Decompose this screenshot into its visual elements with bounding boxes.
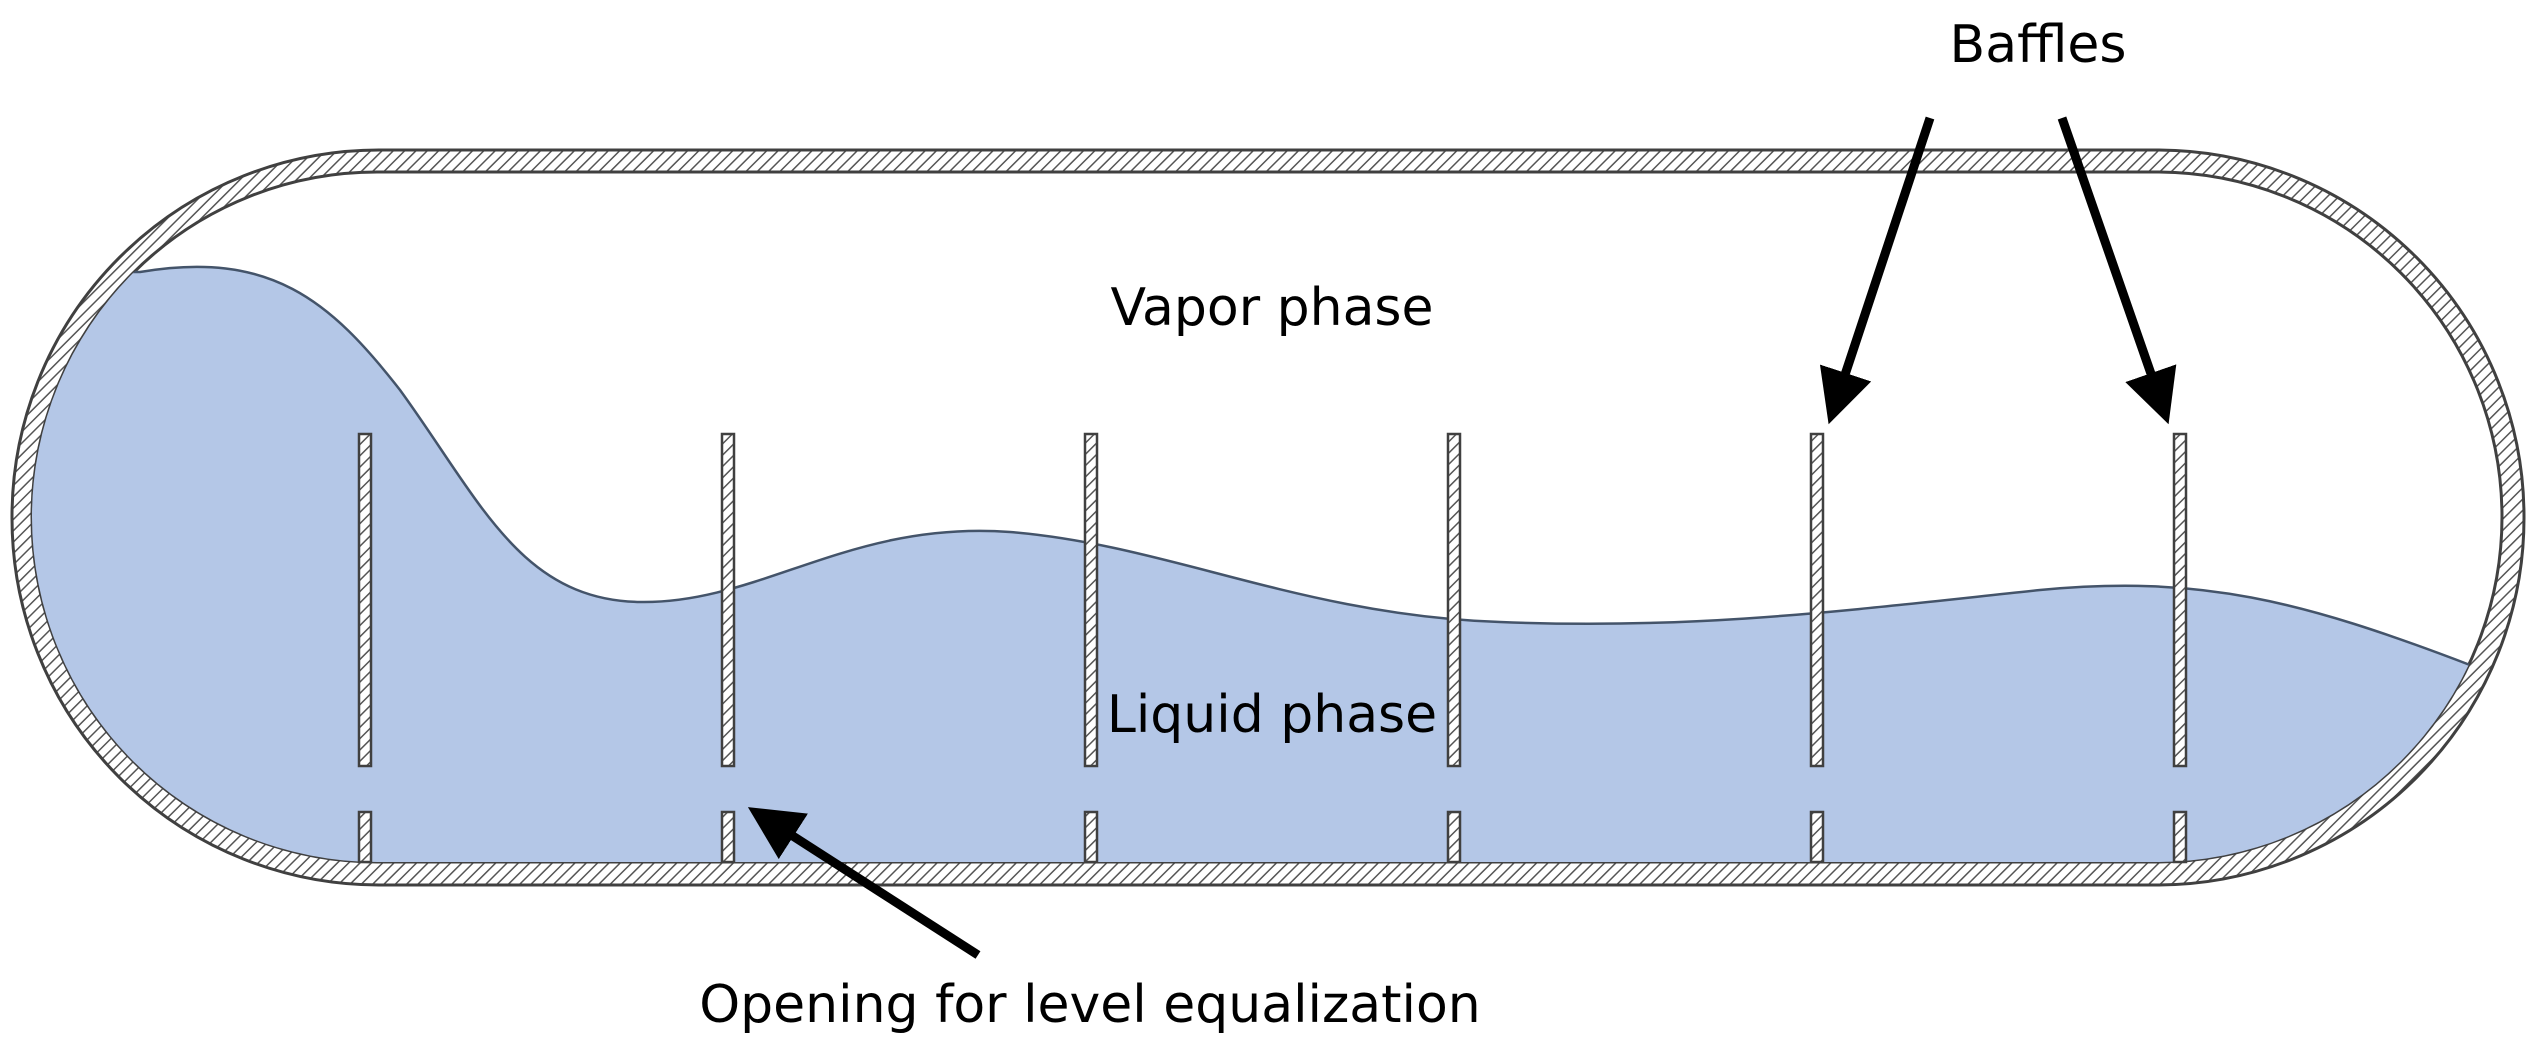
baffles-label: Baffles — [1950, 15, 2127, 75]
baffle-5-upper — [1809, 432, 1825, 768]
baffle-4-lower — [1446, 810, 1462, 864]
baffle-4-upper — [1446, 432, 1462, 768]
baffle-2-lower — [720, 810, 736, 864]
liquid-phase-label: Liquid phase — [1107, 685, 1437, 745]
baffle-1-upper — [357, 432, 373, 768]
baffle-1-lower — [357, 810, 373, 864]
opening-label: Opening for level equalization — [699, 975, 1481, 1035]
baffle-arrow-right — [2057, 116, 2177, 425]
baffle-6-upper — [2172, 432, 2188, 768]
baffle-3-lower — [1083, 810, 1099, 864]
baffle-5-lower — [1809, 810, 1825, 864]
opening-arrow — [747, 807, 981, 959]
vapor-phase-label: Vapor phase — [1110, 278, 1433, 338]
baffle-2-upper — [720, 432, 736, 768]
baffle-arrow-left — [1819, 116, 1935, 425]
baffles-group — [357, 432, 2188, 864]
baffle-6-lower — [2172, 810, 2188, 864]
liquid-region — [32, 265, 2502, 862]
baffle-3-upper — [1083, 432, 1099, 768]
